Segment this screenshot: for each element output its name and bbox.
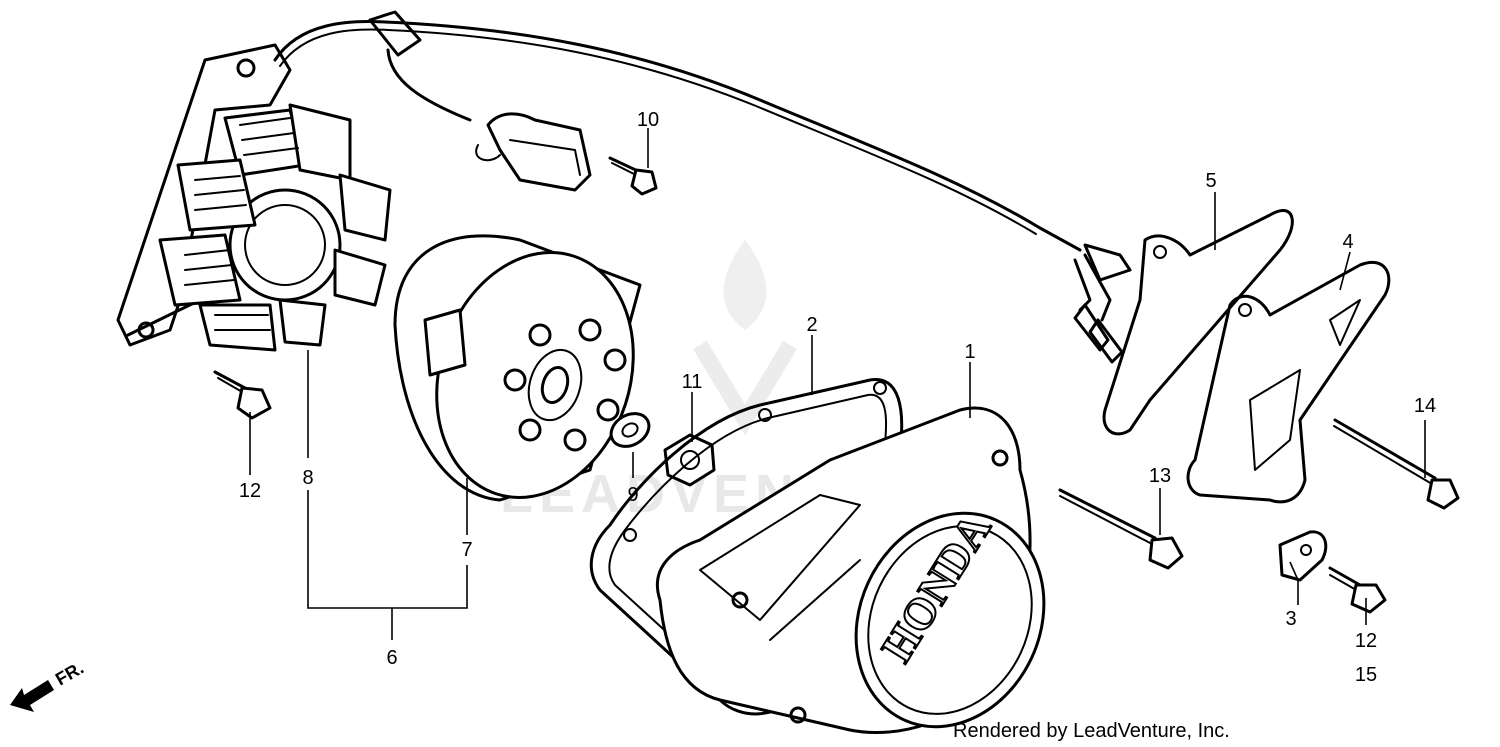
direction-label: FR.: [52, 658, 87, 690]
callout-8: 8: [302, 467, 313, 489]
callout-7: 7: [461, 539, 472, 561]
callout-12-left: 12: [239, 480, 261, 502]
leader-lines: [249, 128, 1426, 640]
bolt-12-right: [1328, 566, 1387, 614]
callout-1: 1: [964, 341, 975, 363]
bolt-14: [1333, 418, 1460, 510]
wiring-harness: [273, 10, 1132, 364]
callout-5: 5: [1205, 170, 1216, 192]
bolt-12-left: [213, 370, 272, 420]
callout-9: 9: [627, 484, 638, 506]
callout-11: 11: [682, 371, 703, 393]
pulse-generator: [475, 112, 592, 192]
bolt-10: [608, 156, 658, 196]
front-direction-marker: FR.: [10, 658, 87, 712]
washer: [609, 412, 651, 448]
callout-3: 3: [1285, 608, 1296, 630]
bolt-13: [1058, 488, 1184, 570]
callout-labels: 1 2 3 4 5 6 7 8 9 10 11 12 12 13 14 15: [239, 109, 1436, 686]
callout-14: 14: [1414, 395, 1436, 417]
callout-2: 2: [806, 314, 817, 336]
callout-12-right: 12: [1355, 630, 1377, 652]
generator-cover: HONDA: [655, 406, 1046, 735]
stator-assembly: [116, 43, 392, 352]
bracket-3: [1278, 530, 1328, 582]
callout-15: 15: [1355, 664, 1377, 686]
callout-10: 10: [637, 109, 659, 131]
callout-13: 13: [1149, 465, 1171, 487]
callout-6: 6: [386, 647, 397, 669]
callout-4: 4: [1342, 231, 1353, 253]
flywheel-rotor: [393, 234, 642, 502]
guard-plate-5: [1102, 209, 1294, 436]
guard-plate-4: [1186, 260, 1391, 504]
rendered-by-credit: Rendered by LeadVenture, Inc.: [953, 720, 1230, 742]
